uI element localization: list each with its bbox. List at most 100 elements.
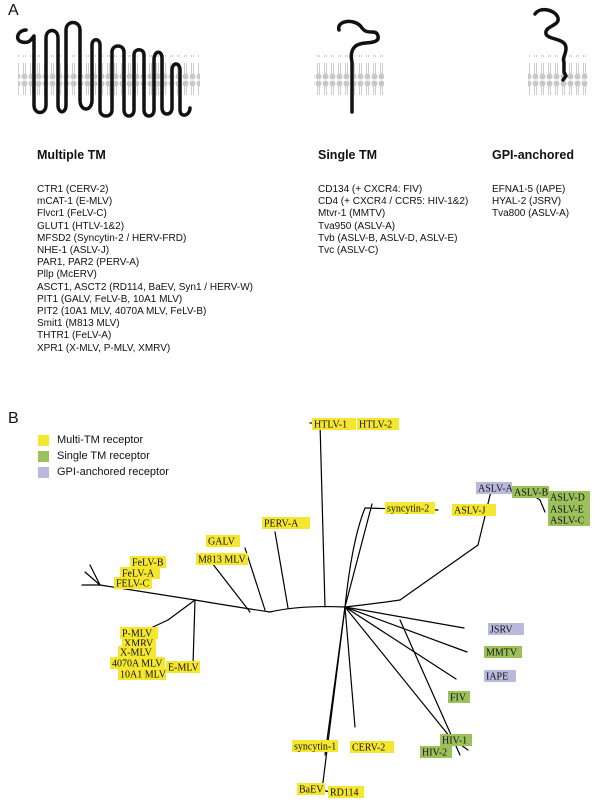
leaf-label-bg (166, 661, 200, 673)
tree-leaf: MMTV (484, 646, 522, 659)
tree-leaf: ASLV-D (548, 491, 590, 504)
leaf-label: FIV (450, 693, 467, 704)
leaf-label: RD114 (330, 788, 359, 799)
column-title: Single TM (318, 148, 378, 162)
panel-a-letter: A (8, 2, 19, 19)
leaf-label-bg (350, 741, 394, 753)
legend-item: Single TM receptor (38, 448, 169, 464)
tree-leaf: syncytin-1 (292, 740, 338, 753)
leaf-label-bg (297, 783, 325, 795)
leaf-label: ASLV-E (550, 505, 584, 516)
tree-leaf: 4070A MLV (110, 657, 165, 670)
tree-branches (81, 422, 546, 793)
tree-leaf: BaEV (297, 783, 325, 796)
tree-leaf: ASLV-B (512, 486, 549, 499)
leaf-label-bg (110, 657, 165, 669)
leaf-label-bg (196, 553, 248, 565)
leaf-label: E-MLV (168, 663, 200, 674)
tree-branch (344, 503, 373, 608)
leaf-label: GALV (208, 537, 236, 548)
tree-leaf: FeLV-B (130, 556, 166, 569)
tree-branch (274, 531, 289, 609)
leaf-label: IAPE (486, 672, 508, 683)
leaf-label: FeLV-B (132, 558, 164, 569)
gpi-membrane (528, 7, 588, 95)
leaf-label-bg (420, 746, 452, 758)
column-multiple-tm: Multiple TM CTR1 (CERV-2) mCAT-1 (E-MLV)… (37, 148, 253, 355)
leaf-label: ASLV-A (478, 484, 514, 495)
tree-leaf: ASLV-C (548, 514, 590, 527)
legend-swatch (38, 466, 49, 478)
leaf-label: syncytin-2 (387, 504, 429, 515)
tree-branch (344, 507, 366, 608)
leaf-label-bg (484, 670, 516, 682)
leaf-label: 10A1 MLV (120, 670, 167, 681)
tree-leaf: GALV (206, 535, 240, 548)
list-item: PIT1 (GALV, FeLV-B, 10A1 MLV) (37, 293, 183, 305)
tree-branch (319, 422, 326, 608)
tree-branch (269, 605, 346, 613)
leaf-label-bg (120, 627, 158, 639)
leaf-label: HIV-2 (422, 748, 447, 759)
list-item: PIT2 (10A1 MLV, 4070A MLV, FeLV-B) (37, 306, 207, 318)
tree-leaf: E-MLV (166, 661, 200, 674)
leaf-label: BaEV (299, 785, 324, 796)
tree-branch (399, 544, 479, 601)
leaf-label-bg (118, 646, 156, 658)
leaf-label: ASLV-D (550, 493, 585, 504)
panel-b-letter: B (8, 410, 19, 427)
tree-branch (244, 547, 266, 611)
leaf-label-bg (357, 418, 399, 430)
leaf-label-bg (488, 623, 524, 635)
list-item: THTR1 (FeLV-A) (37, 330, 112, 342)
leaf-label-bg (118, 668, 166, 680)
tree-branch (211, 562, 251, 613)
tree-leaf: HIV-2 (420, 746, 452, 759)
list-item: Tva800 (ASLV-A) (492, 208, 570, 220)
leaf-label-bg (548, 503, 590, 515)
legend-swatch (38, 450, 49, 462)
leaf-label: FeLV-A (122, 569, 155, 580)
list-item: HYAL-2 (JSRV) (492, 196, 562, 208)
tree-branch (344, 606, 457, 680)
tree-branch (344, 606, 468, 653)
list-item: Tvb (ASLV-B, ASLV-D, ASLV-E) (318, 232, 458, 244)
leaf-label-bg (130, 556, 166, 568)
column-single-tm: Single TM CD134 (+ CXCR4: FIV) CD4 (+ CX… (318, 148, 468, 257)
leaf-label: ASLV-J (454, 506, 486, 517)
leaf-label: JSRV (490, 625, 513, 636)
list-item: CTR1 (CERV-2) (37, 184, 109, 195)
legend-item: Multi-TM receptor (38, 432, 169, 448)
tree-branch (344, 599, 401, 608)
tree-branch (539, 499, 546, 513)
tree-leaf: P-MLV (120, 627, 158, 640)
leaf-label: X-MLV (120, 648, 153, 659)
legend: Multi-TM receptor Single TM receptor GPI… (38, 432, 169, 480)
leaf-label: syncytin-1 (294, 742, 336, 753)
tree-branch (84, 571, 101, 586)
leaf-label: CERV-2 (352, 743, 385, 754)
multiple-tm-protein-icon (15, 20, 192, 118)
leaf-label: FELV-C (116, 579, 149, 590)
list-item: XPR1 (X-MLV, P-MLV, XMRV) (37, 342, 171, 354)
single-tm-protein-icon (337, 19, 380, 114)
list-item: Pllp (McERV) (37, 269, 97, 281)
leaf-label-bg (448, 691, 470, 703)
leaf-label-bg (120, 567, 160, 579)
leaf-label-bg (114, 577, 152, 589)
tree-leaf: PERV-A (262, 517, 310, 530)
leaf-label-bg (206, 535, 240, 547)
leaf-label: HTLV-1 (314, 420, 347, 431)
tree-branch (321, 606, 346, 791)
tree-branch (167, 599, 196, 621)
legend-swatch (38, 434, 49, 446)
single-tm-membrane (314, 19, 384, 114)
leaf-label: P-MLV (122, 629, 153, 640)
tree-leaf: ASLV-E (548, 503, 590, 516)
list-item: CD134 (+ CXCR4: FIV) (318, 184, 423, 195)
list-item: GLUT1 (HTLV-1&2) (37, 220, 125, 232)
leaf-label-bg (452, 504, 496, 516)
tree-leaf: ASLV-A (476, 482, 514, 495)
tree-leaf: HTLV-1 (312, 418, 356, 431)
